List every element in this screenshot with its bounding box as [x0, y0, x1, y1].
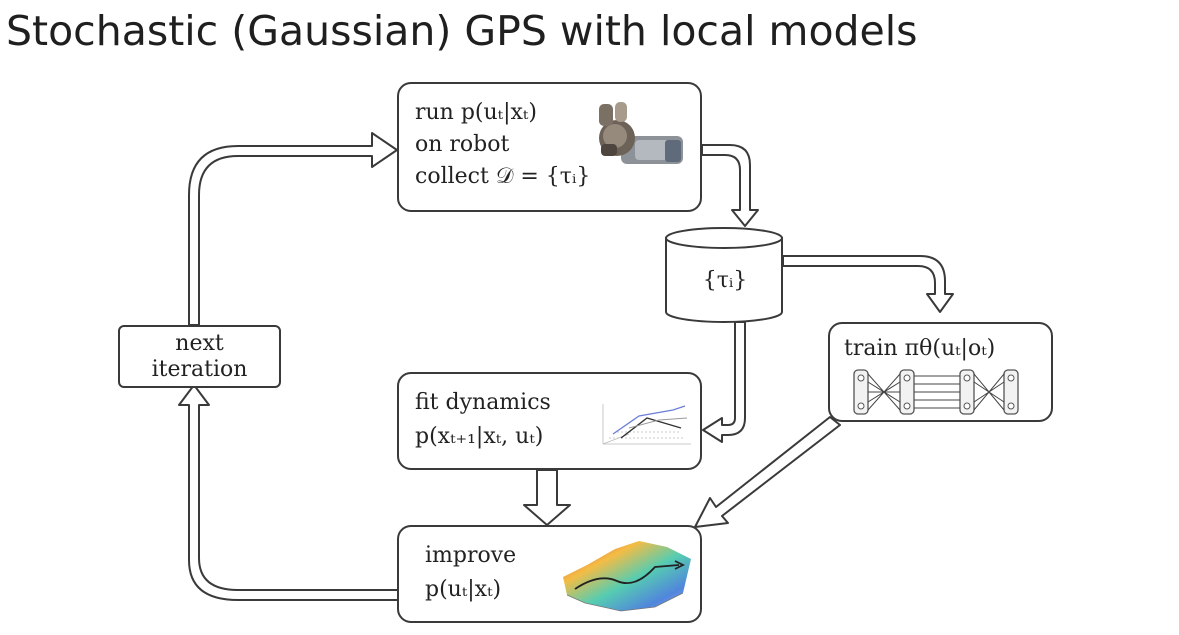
- train-policy-box: train πθ(uₜ|oₜ): [828, 322, 1053, 422]
- trajectory-store-label: {τᵢ}: [702, 268, 748, 293]
- run-line-2: on robot: [415, 132, 510, 157]
- improve-line-2: p(uₜ|xₜ): [425, 577, 502, 602]
- neural-network-icon: [853, 369, 1019, 415]
- train-label: train πθ(uₜ|oₜ): [844, 336, 996, 361]
- run-policy-box: run p(uₜ|xₜ) on robot collect 𝒟 = {τᵢ}: [397, 82, 702, 212]
- improve-policy-box: improve p(uₜ|xₜ): [397, 525, 702, 623]
- fit-line-1: fit dynamics: [415, 390, 551, 415]
- arrow-next-to-run: [188, 132, 398, 326]
- fit-line-2: p(xₜ₊₁|xₜ, uₜ): [415, 424, 544, 449]
- arrow-fit-to-improve: [523, 469, 571, 526]
- arrow-run-to-store: [701, 144, 759, 227]
- fit-dynamics-box: fit dynamics p(xₜ₊₁|xₜ, uₜ): [397, 372, 702, 470]
- improve-line-1: improve: [425, 543, 517, 568]
- trajectory-store-cylinder: [665, 227, 783, 323]
- next-line-1: next: [175, 331, 224, 356]
- run-line-1: run p(uₜ|xₜ): [415, 100, 537, 125]
- arrow-store-to-train: [782, 255, 954, 313]
- next-line-2: iteration: [151, 357, 248, 382]
- arrow-store-to-fit: [702, 321, 746, 443]
- cost-surface-icon: [563, 541, 691, 612]
- next-iteration-box: next iteration: [118, 325, 281, 388]
- arrow-train-to-improve: [694, 416, 841, 528]
- page-title: Stochastic (Gaussian) GPS with local mod…: [6, 7, 918, 55]
- dynamics-plot-icon: [602, 404, 691, 445]
- robot-arm-icon: [599, 102, 683, 164]
- arrow-improve-to-next: [178, 384, 399, 601]
- run-line-3: collect 𝒟 = {τᵢ}: [415, 164, 591, 189]
